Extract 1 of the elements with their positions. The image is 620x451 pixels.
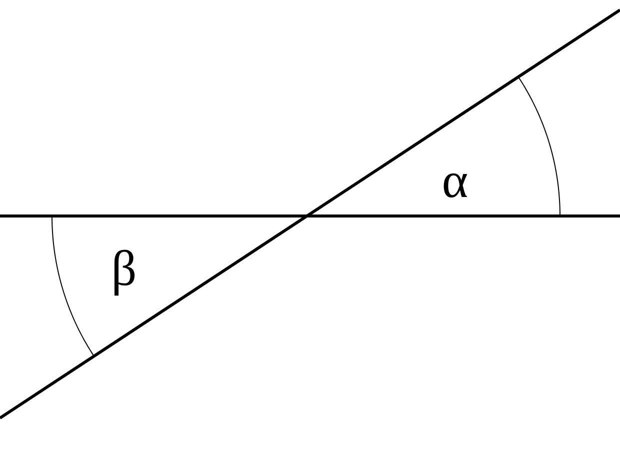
angle-label: α xyxy=(442,155,468,205)
